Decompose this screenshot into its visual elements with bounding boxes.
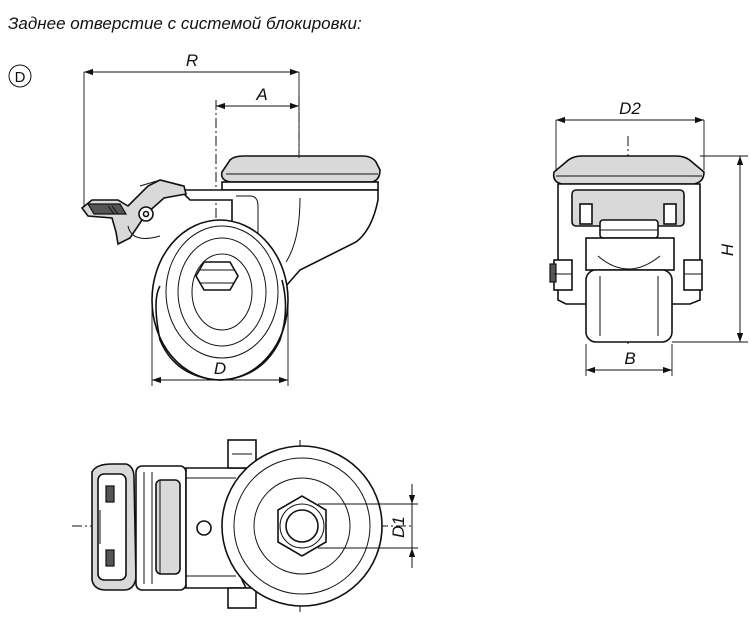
side-view: R A D — [80, 51, 381, 386]
dim-label-d: D — [214, 359, 226, 378]
side-wheel — [151, 219, 289, 381]
grip-ribs — [135, 465, 187, 591]
top-view: D1 — [72, 439, 418, 612]
dim-label-d2: D2 — [619, 99, 641, 118]
brake-lever — [80, 179, 187, 246]
dim-label-a: A — [255, 85, 267, 104]
view-badge: D — [8, 64, 32, 88]
dim-label-d1: D1 — [389, 516, 408, 538]
front-view: D2 H B — [549, 99, 748, 376]
drawing-caption: Заднее отверстие с системой блокировки: — [8, 14, 362, 33]
dim-label-b: B — [624, 349, 635, 368]
top-wheel — [221, 445, 383, 607]
front-wheel — [585, 269, 673, 343]
badge-label: D — [15, 69, 26, 86]
dim-label-r: R — [186, 51, 198, 70]
dim-label-h: H — [718, 243, 737, 256]
